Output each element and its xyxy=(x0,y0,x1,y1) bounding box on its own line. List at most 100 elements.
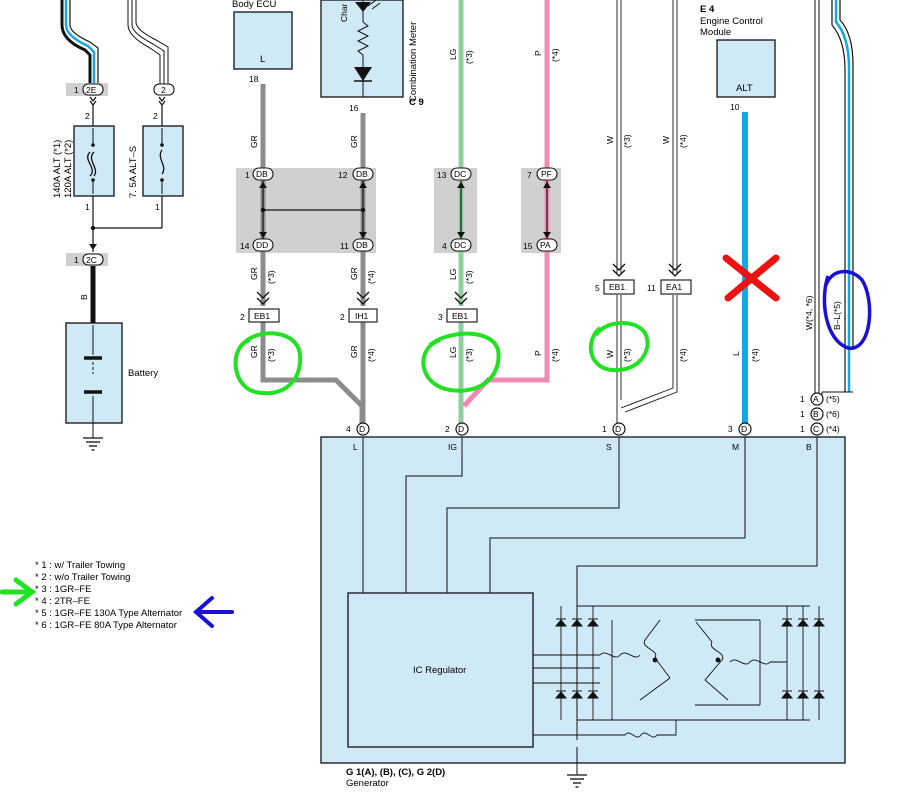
wl-lg-low: LG xyxy=(448,347,458,358)
connector-db-1 xyxy=(252,167,274,181)
connector-2c xyxy=(82,253,104,266)
wl-l: L xyxy=(731,351,741,356)
pf7-num: 7 xyxy=(527,170,532,180)
blue-arrow-icon xyxy=(192,596,234,628)
connector-dd-14 xyxy=(252,238,274,252)
wl-s4-p: (*4) xyxy=(550,348,560,362)
generator-group: L IG S M B IC Regulator xyxy=(320,436,846,789)
d2-name: D xyxy=(458,424,464,434)
legend-item-5: * 5 : 1GR–FE 130A Type Alternator xyxy=(35,608,182,619)
legend-item-3: * 3 : 1GR–FE xyxy=(35,584,92,595)
body-ecu-label: Body ECU xyxy=(232,0,276,10)
wl-s3-lg: (*3) xyxy=(464,270,474,284)
combination-meter-group: Char 16 C 9 Combination Meter xyxy=(320,0,424,113)
db11-name: DB xyxy=(356,240,368,250)
wl-w-1: W xyxy=(605,136,615,144)
db1-num: 1 xyxy=(245,170,250,180)
fuse-junction-wires: 1 2C xyxy=(66,196,163,266)
db12-num: 12 xyxy=(338,170,348,180)
w46-label: W(*4, *6) xyxy=(804,295,814,330)
a1-name: A xyxy=(813,394,819,404)
ecm-pin-num: 10 xyxy=(730,102,740,112)
body-ecu-pin-letter: L xyxy=(260,54,265,65)
b1-name: B xyxy=(813,409,819,419)
wl-p-low: P xyxy=(533,350,543,356)
a1-num: 1 xyxy=(800,394,805,404)
meter-label: Combination Meter xyxy=(408,22,419,102)
d4-num: 4 xyxy=(346,424,351,434)
a1-note: (*5) xyxy=(826,394,840,404)
legend-item-6: * 6 : 1GR–FE 80A Type Alternator xyxy=(35,620,177,631)
legend-item-4: * 4 : 2TR–FE xyxy=(35,596,90,607)
c2e-num: 1 xyxy=(74,85,79,95)
wl-gr-3: GR xyxy=(249,267,259,280)
connector-pf-7 xyxy=(536,167,558,181)
fuse-main xyxy=(73,125,115,197)
ih1-name: IH1 xyxy=(355,311,369,321)
gen-pin-ig: IG xyxy=(448,442,457,452)
dc4-name: DC xyxy=(454,240,466,250)
ea1-name: EA1 xyxy=(666,282,682,292)
fuse-alts-label: 7. 5A ALT–S xyxy=(128,146,139,198)
connector-pa-15 xyxy=(536,238,558,252)
wl-gr-6: GR xyxy=(349,345,359,358)
b1-num: 1 xyxy=(800,409,805,419)
body-ecu xyxy=(233,11,293,70)
ea1-num: 11 xyxy=(647,283,656,293)
wl-lg-top: LG xyxy=(448,49,458,60)
pin-d4 xyxy=(356,422,370,436)
wl-s4-w: (*4) xyxy=(678,134,688,148)
pa15-name: PA xyxy=(540,240,551,250)
wire-gr-left xyxy=(260,84,365,424)
eb1b-name: EB1 xyxy=(452,311,468,321)
ecm-label1: Engine Control xyxy=(700,16,763,27)
meter-code: C 9 xyxy=(409,97,424,108)
d1-name: D xyxy=(615,424,621,434)
battery-group: B Battery xyxy=(65,266,158,451)
generator-label: Generator xyxy=(346,778,389,789)
c2e-name: 2E xyxy=(86,85,97,95)
wl-s3-gr: (*3) xyxy=(266,270,276,284)
wl-w-3: W xyxy=(605,350,615,358)
fuse-main-group: 1 2E 2 140A ALT (*1) 120A ALT (*2) 1 xyxy=(52,83,115,212)
mid-connectors: 2 EB1 2 IH1 3 EB1 5 EB1 11 EA1 xyxy=(240,279,692,323)
wl-lg-mid: LG xyxy=(448,269,458,280)
wl-s4-l: (*4) xyxy=(750,348,760,362)
wl-s3-w: (*3) xyxy=(622,134,632,148)
wl-gr-4: GR xyxy=(349,267,359,280)
pa15-num: 15 xyxy=(523,241,533,251)
eb1a-name: EB1 xyxy=(254,311,270,321)
battery xyxy=(65,322,123,424)
wl-gr-1: GR xyxy=(249,135,259,148)
d4-name: D xyxy=(359,424,365,434)
pin-d3 xyxy=(738,422,752,436)
dc13-num: 13 xyxy=(437,170,447,180)
c2c-num: 1 xyxy=(74,255,79,265)
ecm-code: E 4 xyxy=(700,4,715,15)
fuse-alts-top-pin: 2 xyxy=(153,111,158,121)
eb1c-num: 5 xyxy=(595,283,600,293)
green-circle-gr xyxy=(233,331,303,396)
c2c-name: 2C xyxy=(86,255,97,265)
pin-d2 xyxy=(455,422,469,436)
legend: * 1 : w/ Trailer Towing * 2 : w/o Traile… xyxy=(35,560,182,631)
connector-ih1 xyxy=(348,308,378,323)
db11-num: 11 xyxy=(340,241,349,251)
db-dd-connectors: 1 DB 12 DB 14 DD 11 DB xyxy=(240,167,374,252)
connector-eb1-b xyxy=(446,308,478,323)
pin-b1 xyxy=(810,407,824,421)
d2-num: 2 xyxy=(445,424,450,434)
d3-name: D xyxy=(741,424,747,434)
d3-num: 3 xyxy=(728,424,733,434)
fuse-alts-bottom-pin: 1 xyxy=(155,202,160,212)
c1-note: (*4) xyxy=(826,424,840,434)
green-circle-w xyxy=(588,321,650,373)
top-left-cables xyxy=(60,0,169,85)
wl-s4-gr: (*4) xyxy=(366,270,376,284)
green-circle-lg xyxy=(421,331,501,393)
gen-pin-l: L xyxy=(353,442,358,452)
connector-dc-13 xyxy=(450,167,472,181)
pin-d1 xyxy=(612,422,626,436)
connector-dc-4 xyxy=(450,238,472,252)
fuse-main-label2: 120A ALT (*2) xyxy=(63,140,74,198)
